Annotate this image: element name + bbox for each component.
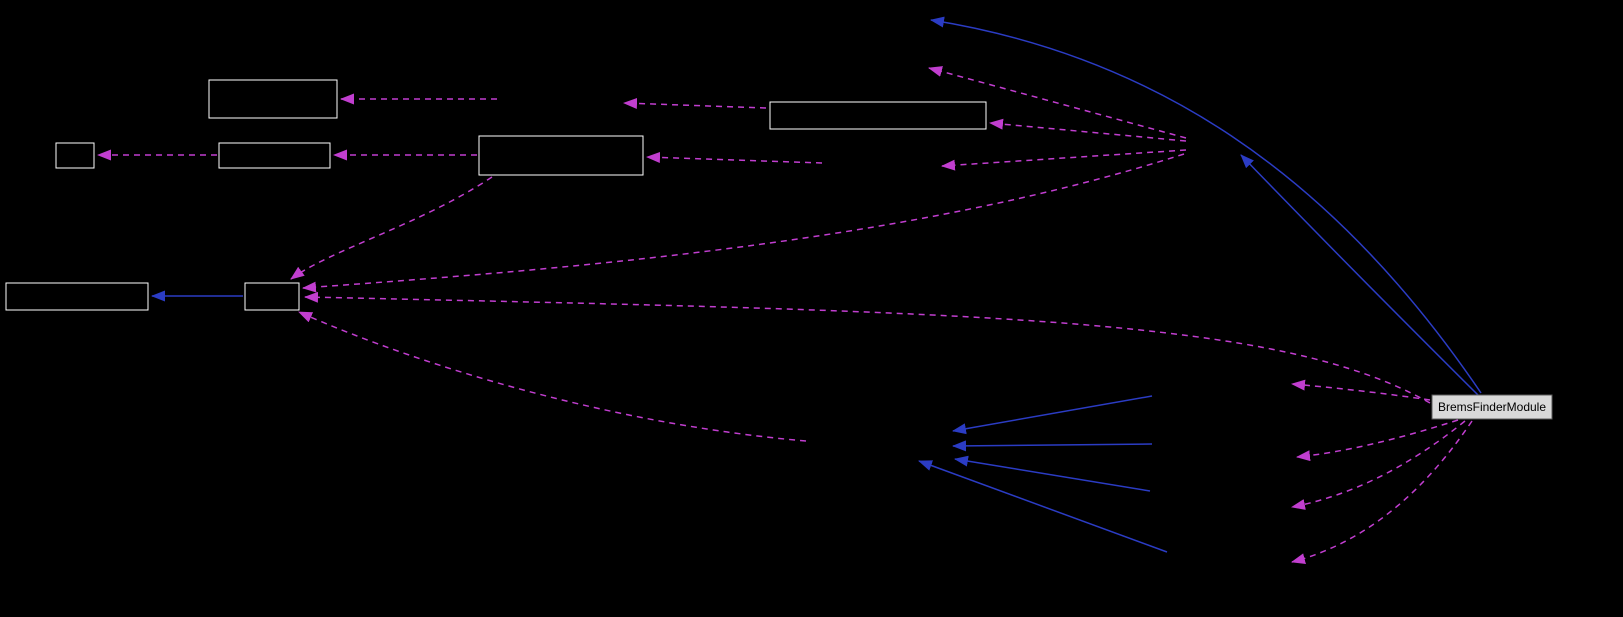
graph-node-2[interactable] (55, 142, 95, 169)
graph-edge-dashed-4 (941, 149, 1187, 171)
node-box[interactable] (55, 142, 95, 169)
graph-edge-dashed-5 (646, 151, 823, 164)
graph-edge-solid-16 (930, 16, 1482, 394)
graph-node-4[interactable] (478, 135, 644, 176)
graph-edge-dashed-15 (1291, 420, 1473, 565)
graph-edge-solid-21 (918, 460, 1168, 553)
graph-edge-dashed-10 (304, 291, 1431, 404)
graph-edge-solid-19 (952, 440, 1153, 452)
node-box[interactable] (218, 142, 331, 169)
graph-edge-dashed-11 (298, 311, 807, 442)
graph-edge-dashed-12 (1291, 379, 1431, 401)
graph-edge-dashed-14 (1291, 420, 1466, 510)
graph-node-6[interactable] (5, 282, 149, 311)
graph-node-5[interactable] (769, 101, 987, 130)
node-label: BremsFinderModule (1438, 400, 1546, 414)
graph-edge-solid-17 (1240, 154, 1479, 396)
node-box[interactable] (5, 282, 149, 311)
node-box[interactable] (478, 135, 644, 176)
graph-node-7[interactable] (244, 282, 300, 311)
node-box[interactable] (244, 282, 300, 311)
graph-node-bremsfindermodule[interactable]: BremsFinderModule (1431, 394, 1553, 420)
graph-edge-dashed-9 (302, 153, 1185, 293)
node-box[interactable] (769, 101, 987, 130)
node-box[interactable] (1431, 394, 1553, 420)
graph-edge-solid-18 (952, 395, 1153, 435)
graph-edge-dashed-3 (928, 66, 1187, 139)
graph-edge-solid-20 (954, 455, 1151, 492)
graph-node-1[interactable] (208, 79, 338, 119)
graph-node-3[interactable] (218, 142, 331, 169)
node-box[interactable] (208, 79, 338, 119)
graph-edge-dashed-1 (623, 97, 767, 109)
graph-edge-dashed-13 (1296, 419, 1459, 462)
